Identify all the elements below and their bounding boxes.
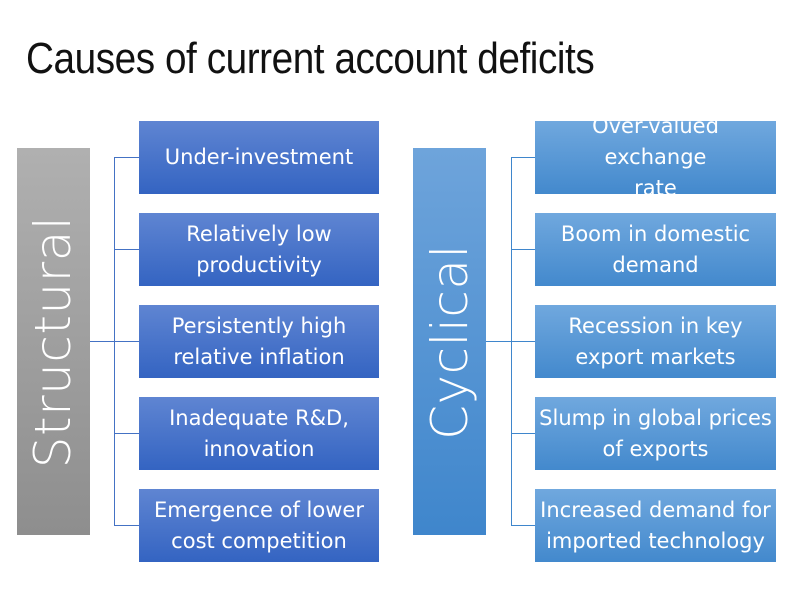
item-text-line1: Emergence of lower bbox=[154, 497, 364, 522]
structural-connector-stem bbox=[90, 341, 114, 342]
item-text-line1: Over-valued exchange bbox=[592, 114, 719, 169]
item-text-line1: Boom in domestic bbox=[560, 221, 751, 246]
item-text: Under-investment bbox=[164, 145, 354, 169]
item-text-line2: demand bbox=[612, 252, 699, 277]
cyclical-item-overvalued-exchange-rate: Over-valued exchange rate bbox=[535, 114, 776, 200]
structural-item-under-investment: Under-investment bbox=[139, 121, 379, 194]
cyclical-category: Cyclical bbox=[413, 148, 486, 535]
cyclical-connector-branch bbox=[511, 249, 535, 250]
item-text-line2: rate bbox=[634, 176, 677, 200]
cyclical-item-export-price-slump: Slump in global prices of exports bbox=[535, 397, 776, 470]
item-text-line2: export markets bbox=[575, 344, 736, 369]
cyclical-item-domestic-demand-boom: Boom in domestic demand bbox=[535, 213, 776, 286]
structural-item-high-inflation: Persistently high relative inflation bbox=[139, 305, 379, 378]
item-text-line2: relative inflation bbox=[173, 344, 345, 369]
structural-item-low-productivity: Relatively low productivity bbox=[139, 213, 379, 286]
item-text-line1: Persistently high bbox=[171, 313, 347, 338]
cyclical-connector-stem bbox=[486, 341, 511, 342]
cyclical-item-imported-technology-demand: Increased demand for imported technology bbox=[535, 489, 776, 562]
slide-title: Causes of current account deficits bbox=[26, 34, 595, 83]
item-text-line2: innovation bbox=[203, 436, 315, 461]
structural-connector-branch bbox=[114, 249, 139, 250]
structural-item-rd-innovation: Inadequate R&D, innovation bbox=[139, 397, 379, 470]
structural-category: Structural bbox=[17, 148, 90, 535]
item-text-line2: of exports bbox=[602, 436, 709, 461]
item-text-line1: Slump in global prices bbox=[539, 405, 772, 430]
item-text-line1: Recession in key bbox=[568, 313, 743, 338]
item-text-line2: imported technology bbox=[546, 528, 765, 553]
cyclical-connector-branch bbox=[511, 525, 535, 526]
structural-connector-branch bbox=[114, 433, 139, 434]
structural-connector-branch bbox=[114, 341, 139, 342]
structural-item-lower-cost-competition: Emergence of lower cost competition bbox=[139, 489, 379, 562]
structural-label: Structural bbox=[24, 215, 83, 468]
cyclical-connector-branch bbox=[511, 157, 535, 158]
structural-connector-branch bbox=[114, 157, 139, 158]
item-text-line1: Relatively low bbox=[186, 221, 332, 246]
item-text-line2: productivity bbox=[196, 252, 322, 277]
item-text-line1: Increased demand for bbox=[540, 497, 771, 522]
item-text-line2: cost competition bbox=[171, 528, 347, 553]
cyclical-item-export-market-recession: Recession in key export markets bbox=[535, 305, 776, 378]
cyclical-label: Cyclical bbox=[420, 243, 479, 440]
structural-connector-branch bbox=[114, 525, 139, 526]
item-text-line1: Inadequate R&D, bbox=[169, 405, 349, 430]
cyclical-connector-branch bbox=[511, 341, 535, 342]
cyclical-connector-branch bbox=[511, 433, 535, 434]
